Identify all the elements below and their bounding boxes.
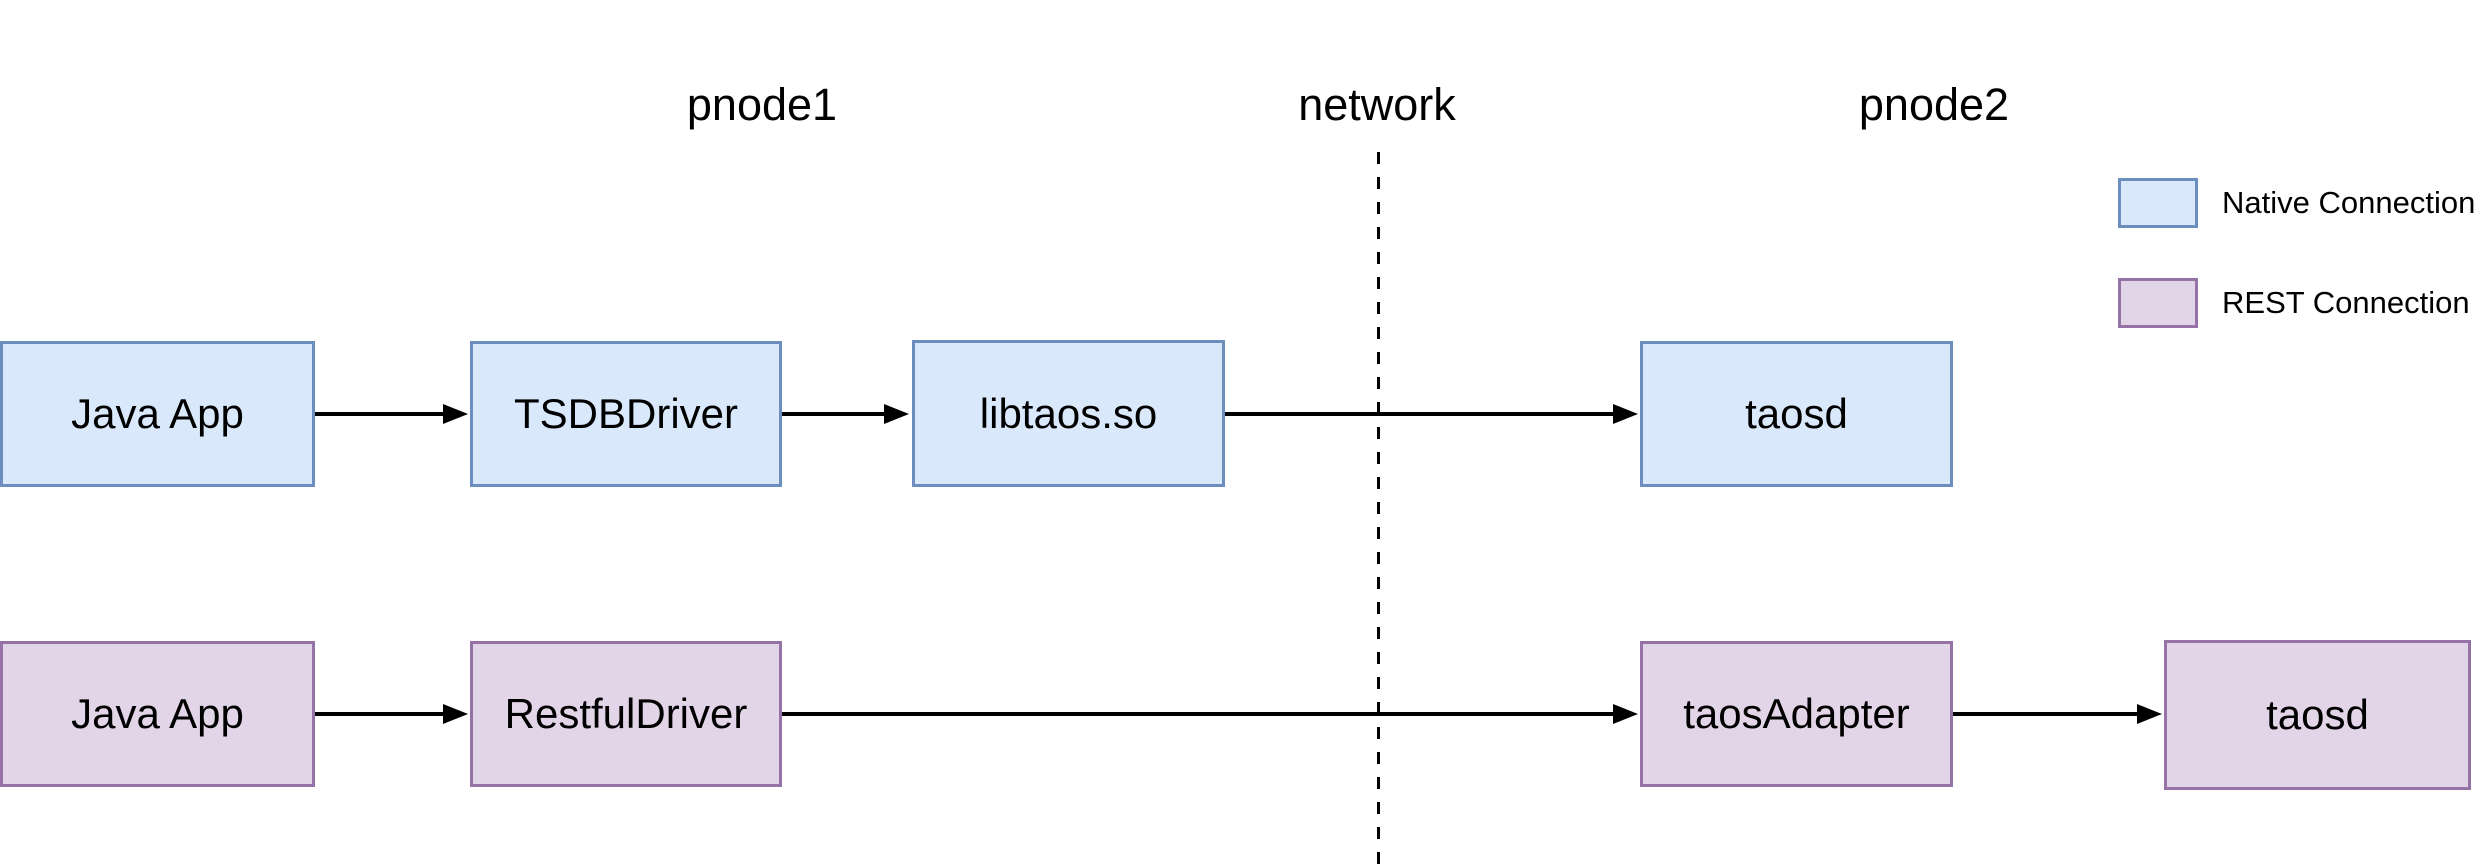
network-divider-dashed-line xyxy=(1377,152,1380,865)
arrow-shaft xyxy=(1225,412,1616,416)
arrowhead-icon xyxy=(2137,704,2162,724)
legend-label-native: Native Connection xyxy=(2222,185,2476,220)
arrow-javaapp-to-restfuldriver xyxy=(315,704,468,724)
legend-item-native-connection: Native Connection xyxy=(2118,178,2475,228)
arrowhead-icon xyxy=(884,404,909,424)
node-restfuldriver: RestfulDriver xyxy=(470,641,782,787)
arrowhead-icon xyxy=(443,704,468,724)
arrow-taosadapter-to-taosd xyxy=(1953,704,2162,724)
node-taosd-rest: taosd xyxy=(2164,640,2471,790)
arrow-shaft xyxy=(1953,712,2140,716)
legend-swatch-native xyxy=(2118,178,2198,228)
arrowhead-icon xyxy=(1613,404,1638,424)
arrowhead-icon xyxy=(1613,704,1638,724)
legend-swatch-rest xyxy=(2118,278,2198,328)
arrow-shaft xyxy=(782,412,887,416)
legend-label-rest: REST Connection xyxy=(2222,285,2470,320)
arrow-javaapp-to-tsdbdriver xyxy=(315,404,468,424)
node-libtaos-so: libtaos.so xyxy=(912,340,1225,487)
zone-label-network: network xyxy=(1298,79,1456,130)
arrowhead-icon xyxy=(443,404,468,424)
arrow-shaft xyxy=(315,712,446,716)
node-taosadapter: taosAdapter xyxy=(1640,641,1953,787)
arrow-tsdbdriver-to-libtaos xyxy=(782,404,909,424)
node-java-app-rest: Java App xyxy=(0,641,315,787)
zone-label-pnode1: pnode1 xyxy=(686,79,838,130)
zone-label-pnode2: pnode2 xyxy=(1858,79,2010,130)
arrow-restfuldriver-to-taosadapter xyxy=(782,704,1638,724)
legend-item-rest-connection: REST Connection xyxy=(2118,278,2470,328)
arrow-shaft xyxy=(315,412,446,416)
node-java-app-native: Java App xyxy=(0,341,315,487)
arrow-shaft xyxy=(782,712,1616,716)
node-tsdbdriver: TSDBDriver xyxy=(470,341,782,487)
node-taosd-native: taosd xyxy=(1640,341,1953,487)
arrow-libtaos-to-taosd xyxy=(1225,404,1638,424)
